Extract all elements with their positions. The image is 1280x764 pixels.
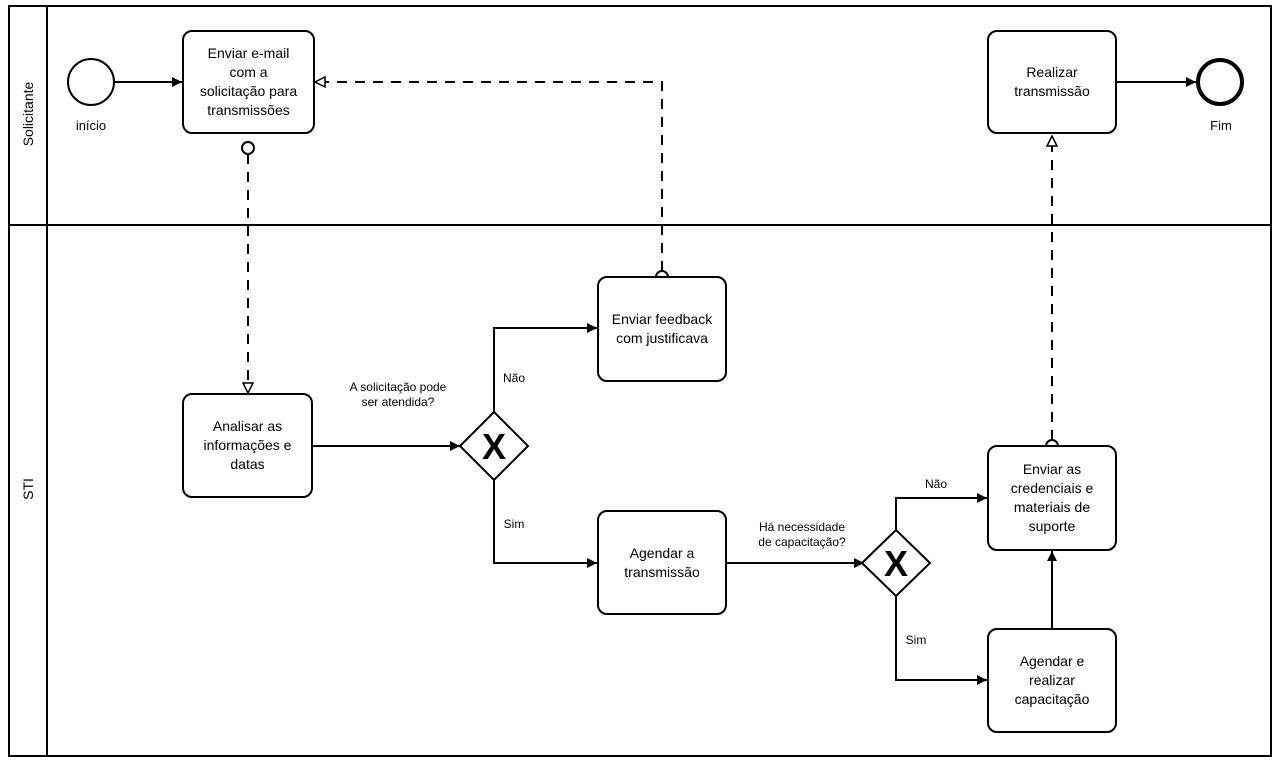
message-feedback-to-email bbox=[315, 82, 663, 271]
task-analisar[interactable]: Analisar as informações e datas bbox=[182, 393, 313, 498]
gateway-x-marker: X bbox=[884, 543, 908, 584]
flow-gateway1-nao bbox=[493, 323, 597, 412]
gateway1-question-label: A solicitação pode ser atendida? bbox=[349, 380, 447, 409]
gateway2-question-label: Há necessidade de capacitação? bbox=[758, 520, 846, 549]
end-event-label: Fim bbox=[1210, 118, 1232, 133]
flow-gateway2-nao bbox=[895, 493, 987, 530]
flow-gateway1-sim bbox=[493, 480, 597, 568]
task-agendar-capacitacao[interactable]: Agendar e realizar capacitação bbox=[987, 628, 1117, 733]
exclusive-gateway-2[interactable]: X bbox=[860, 528, 932, 598]
gateway1-yes-label: Sim bbox=[503, 517, 525, 531]
gateway1-no-label: Não bbox=[502, 371, 525, 385]
message-start-marker bbox=[241, 141, 255, 155]
gateway2-yes-label: Sim bbox=[905, 633, 927, 647]
start-event-label: início bbox=[75, 118, 107, 133]
gateway-x-marker: X bbox=[482, 426, 506, 467]
task-enviar-email[interactable]: Enviar e-mail com a solicitação para tra… bbox=[182, 30, 315, 134]
pool-border bbox=[8, 5, 1272, 757]
lane-title-sti: STI bbox=[20, 478, 36, 500]
task-realizar-transmissao[interactable]: Realizar transmissão bbox=[987, 30, 1117, 134]
task-enviar-credenciais[interactable]: Enviar as credenciais e materiais de sup… bbox=[987, 445, 1117, 551]
start-event[interactable] bbox=[67, 58, 115, 106]
end-event[interactable] bbox=[1196, 58, 1244, 106]
flow-gateway2-sim bbox=[895, 596, 987, 685]
gateway2-no-label: Não bbox=[924, 477, 947, 491]
exclusive-gateway-1[interactable]: X bbox=[458, 410, 530, 482]
lane-title-solicitante: Solicitante bbox=[20, 81, 36, 147]
task-agendar-transmissao[interactable]: Agendar a transmissão bbox=[597, 510, 727, 615]
task-enviar-feedback[interactable]: Enviar feedback com justificava bbox=[597, 276, 727, 382]
